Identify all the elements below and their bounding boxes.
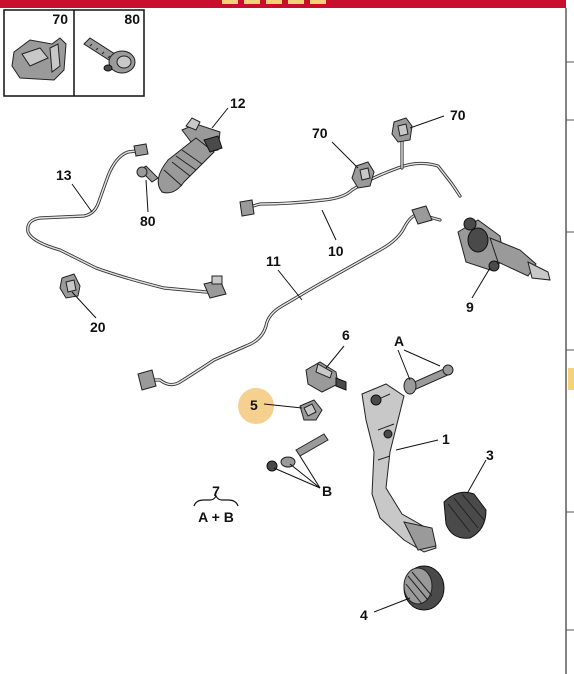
pedal-pad-4 (403, 565, 445, 611)
pedal-1 (361, 383, 437, 553)
clip-70-upper (391, 117, 413, 143)
callout-6: 6 (342, 327, 350, 343)
leader-lines (71, 107, 491, 613)
callout-11: 11 (266, 253, 281, 269)
inset-bolt-80-drawing (83, 37, 136, 74)
callout-b: B (322, 483, 332, 499)
callout-12: 12 (230, 95, 246, 111)
inset-clip-70-drawing (11, 37, 67, 81)
callout-70-middle: 70 (312, 125, 328, 141)
pipe-13 (26, 143, 227, 299)
callout-5: 5 (250, 397, 258, 413)
callout-80: 80 (140, 213, 156, 229)
inset-table: 70 80 (3, 9, 145, 97)
callout-20: 20 (90, 319, 106, 335)
pipe-11 (137, 205, 442, 391)
callout-labels: 12 13 80 20 70 70 10 11 9 6 5 A 1 3 B 4 (56, 95, 494, 623)
kit-legend: 7 A + B (193, 483, 239, 525)
kit-brace (193, 494, 239, 507)
right-edge-tab (568, 368, 574, 390)
bolt-80-small (136, 165, 159, 183)
cylinder-9 (457, 217, 551, 281)
callout-4: 4 (360, 607, 368, 623)
kit-number: 7 (212, 483, 220, 499)
cylinder-12 (157, 117, 223, 194)
callout-70-upper: 70 (450, 107, 466, 123)
switch-6 (305, 361, 347, 393)
inset-label-80: 80 (124, 11, 140, 27)
callout-1: 1 (442, 431, 450, 447)
right-edge-ticks (566, 61, 574, 631)
callout-9: 9 (466, 299, 474, 315)
pedal-pad-3 (443, 491, 487, 539)
callout-3: 3 (486, 447, 494, 463)
callout-13: 13 (56, 167, 72, 183)
callout-a: A (394, 333, 404, 349)
kit-formula: A + B (198, 509, 234, 525)
callout-10: 10 (328, 243, 344, 259)
header-bar-marks (222, 0, 326, 4)
header-bar (0, 0, 566, 8)
bolt-group-a (403, 364, 454, 395)
pipe-10 (239, 132, 462, 217)
highlight-circle (238, 388, 274, 424)
pin-group-b (266, 433, 329, 472)
switch-5 (299, 399, 323, 421)
clip-70-middle (351, 161, 375, 189)
clip-20 (59, 273, 81, 299)
inset-label-70: 70 (52, 11, 68, 27)
